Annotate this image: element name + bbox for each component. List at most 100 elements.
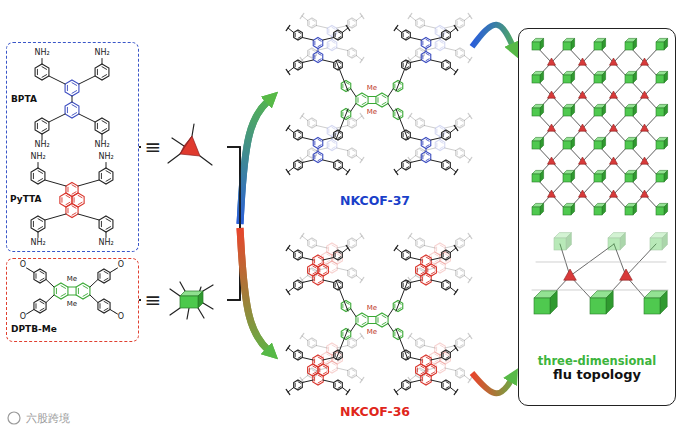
cube-node (563, 71, 575, 83)
bond (398, 308, 401, 310)
bond (410, 376, 416, 381)
bond (443, 133, 444, 136)
cube-side (571, 170, 575, 182)
cube-node (563, 203, 575, 215)
bond (426, 53, 429, 55)
bond (29, 310, 34, 313)
bond (72, 192, 76, 194)
bond (318, 275, 321, 277)
benzene-ring (98, 269, 110, 283)
bond (35, 274, 36, 279)
bond (83, 294, 88, 297)
bond (335, 33, 336, 36)
bond (356, 56, 362, 61)
cube-side (602, 170, 606, 182)
cube-node (656, 71, 668, 83)
bond (356, 116, 362, 121)
bond (464, 16, 470, 21)
atom-label: O (118, 313, 124, 321)
prism-icon (170, 282, 213, 319)
benzene-ring (294, 380, 303, 390)
cube-side (566, 233, 571, 250)
bond (27, 268, 30, 270)
bond (170, 308, 180, 315)
bond (78, 202, 82, 204)
methyl-label: Me (367, 85, 377, 92)
cube-node (625, 137, 637, 149)
bond (468, 13, 472, 18)
bond (396, 168, 402, 173)
topology-text: flu topology (553, 368, 641, 383)
reaction-arrow (139, 147, 272, 354)
bond (349, 341, 350, 344)
cube-side (540, 104, 544, 116)
bond (170, 289, 180, 296)
bond (338, 257, 341, 259)
bond (426, 257, 429, 259)
benzene-ring (402, 250, 411, 260)
bond (312, 150, 315, 152)
cube-node (594, 71, 606, 83)
bond (288, 348, 294, 353)
bond (335, 383, 336, 386)
benzene-ring (327, 140, 337, 151)
bond (42, 59, 43, 65)
bond (337, 48, 348, 51)
bond (406, 132, 409, 134)
bond (450, 28, 456, 33)
bond (318, 381, 321, 383)
bond (83, 286, 88, 289)
cube-front (594, 42, 602, 50)
bond (426, 159, 429, 161)
bond (352, 50, 355, 52)
bond (332, 369, 335, 371)
bond (342, 28, 348, 33)
bond (312, 345, 315, 347)
bond (352, 125, 355, 127)
bond (410, 116, 416, 121)
bond (314, 259, 315, 263)
bond (431, 272, 434, 274)
bond (454, 289, 458, 294)
bond (410, 160, 421, 163)
bond (422, 277, 423, 281)
bond (410, 358, 421, 361)
cube-front (563, 174, 571, 182)
bond (312, 370, 315, 372)
benzene-ring (456, 368, 465, 378)
equivalence-sign: ≡ (145, 137, 162, 157)
benzene-ring (308, 118, 317, 128)
benzene-ring (416, 268, 425, 278)
bond (368, 103, 376, 104)
bond (440, 245, 443, 247)
bond (403, 353, 404, 356)
framework-label: NKCOF-37 (340, 194, 410, 208)
bond (431, 372, 434, 374)
bond (323, 272, 326, 274)
bond (446, 167, 449, 169)
benzene-ring (294, 280, 303, 290)
bond (338, 167, 341, 169)
bond (464, 156, 470, 161)
bond (318, 281, 321, 283)
bond (460, 245, 463, 247)
bond (79, 76, 95, 84)
icon-ground (141, 276, 227, 326)
bond (394, 389, 398, 394)
bond (417, 368, 418, 372)
bond (460, 340, 463, 342)
bond (406, 67, 409, 69)
bond (435, 354, 438, 356)
bond (417, 268, 418, 272)
bond (288, 28, 294, 33)
bond (104, 278, 108, 280)
cube-side (571, 71, 575, 83)
bond (106, 219, 111, 222)
bond (203, 285, 213, 291)
bond (362, 95, 366, 97)
tetrahedral-node (578, 91, 586, 98)
cube-side (550, 291, 557, 314)
bond (336, 61, 348, 92)
cube-side (620, 233, 625, 250)
bond (302, 60, 313, 63)
